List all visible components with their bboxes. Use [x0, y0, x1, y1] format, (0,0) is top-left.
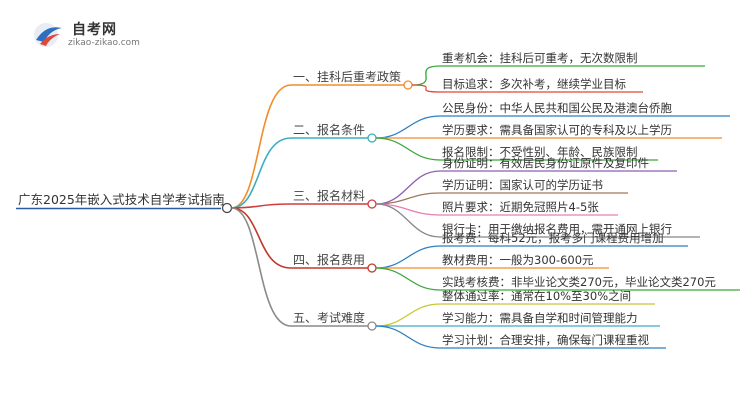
leaf-label: 报名限制：不受性别、年龄、民族限制	[442, 145, 638, 159]
leaf-label: 银行卡：用于缴纳报名费用，需开通网上银行	[442, 222, 672, 236]
leaf-connector	[375, 192, 441, 205]
leaf-label: 学习能力：需具备自学和时间管理能力	[442, 311, 638, 325]
leaf-label: 报考费：每科52元，报考多门课程费用增加	[442, 231, 664, 245]
leaf-connector	[375, 267, 441, 291]
site-logo: 自考网 zikao-zikao.com	[32, 18, 182, 58]
branch-connector	[231, 84, 292, 209]
root-label: 广东2025年嵌入式技术自学考试指南	[18, 192, 225, 207]
leaf-label: 照片要求：近期免冠照片4-5张	[442, 200, 599, 214]
leaf-label: 实践考核费：非毕业论文类270元，毕业论文类270元	[442, 275, 716, 289]
leaf-connector	[375, 245, 441, 269]
leaf-connector	[411, 65, 441, 86]
branch-node-circle	[367, 133, 377, 143]
branch-label: 四、报名费用	[293, 253, 366, 267]
leaf-label: 目标追求：多次补考，继续学业目标	[442, 77, 626, 91]
branch-connector	[231, 137, 292, 209]
branch-label: 三、报名材料	[293, 189, 366, 203]
leaf-connector	[411, 84, 441, 93]
branch-node-circle	[367, 321, 377, 331]
leaf-label: 重考机会：挂科后可重考，无次数限制	[442, 51, 638, 65]
leaf-label: 身份证明：有效居民身份证原件及复印件	[442, 156, 649, 170]
branch-label: 二、报名条件	[293, 123, 366, 137]
logo-subtitle: zikao-zikao.com	[68, 38, 140, 48]
leaf-connector	[375, 115, 441, 139]
leaf-label: 整体通过率：通常在10%至30%之间	[442, 289, 632, 303]
leaf-connector	[375, 303, 441, 327]
leaf-connector	[375, 137, 441, 161]
branch-label: 五、考试难度	[293, 311, 366, 325]
branch-label: 一、挂科后重考政策	[293, 70, 402, 84]
branch-connector	[231, 207, 292, 269]
logo-title: 自考网	[72, 22, 117, 38]
leaf-label: 学习计划：合理安排，确保每门课程重视	[442, 333, 649, 347]
leaf-label: 学历要求：需具备国家认可的专科及以上学历	[442, 123, 672, 137]
branch-node-circle	[367, 263, 377, 273]
leaf-label: 学历证明：国家认可的学历证书	[442, 178, 603, 192]
logo-mark-icon	[34, 23, 62, 47]
leaf-connector	[375, 325, 441, 349]
branch-connector	[231, 207, 292, 327]
branch-node-circle	[403, 80, 413, 90]
leaf-label: 公民身份：中华人民共和国公民及港澳台侨胞	[442, 101, 672, 115]
leaf-connector	[375, 203, 441, 238]
branch-node-circle	[367, 199, 377, 209]
leaf-label: 教材费用：一般为300-600元	[442, 253, 594, 267]
branch-connector	[231, 203, 292, 209]
